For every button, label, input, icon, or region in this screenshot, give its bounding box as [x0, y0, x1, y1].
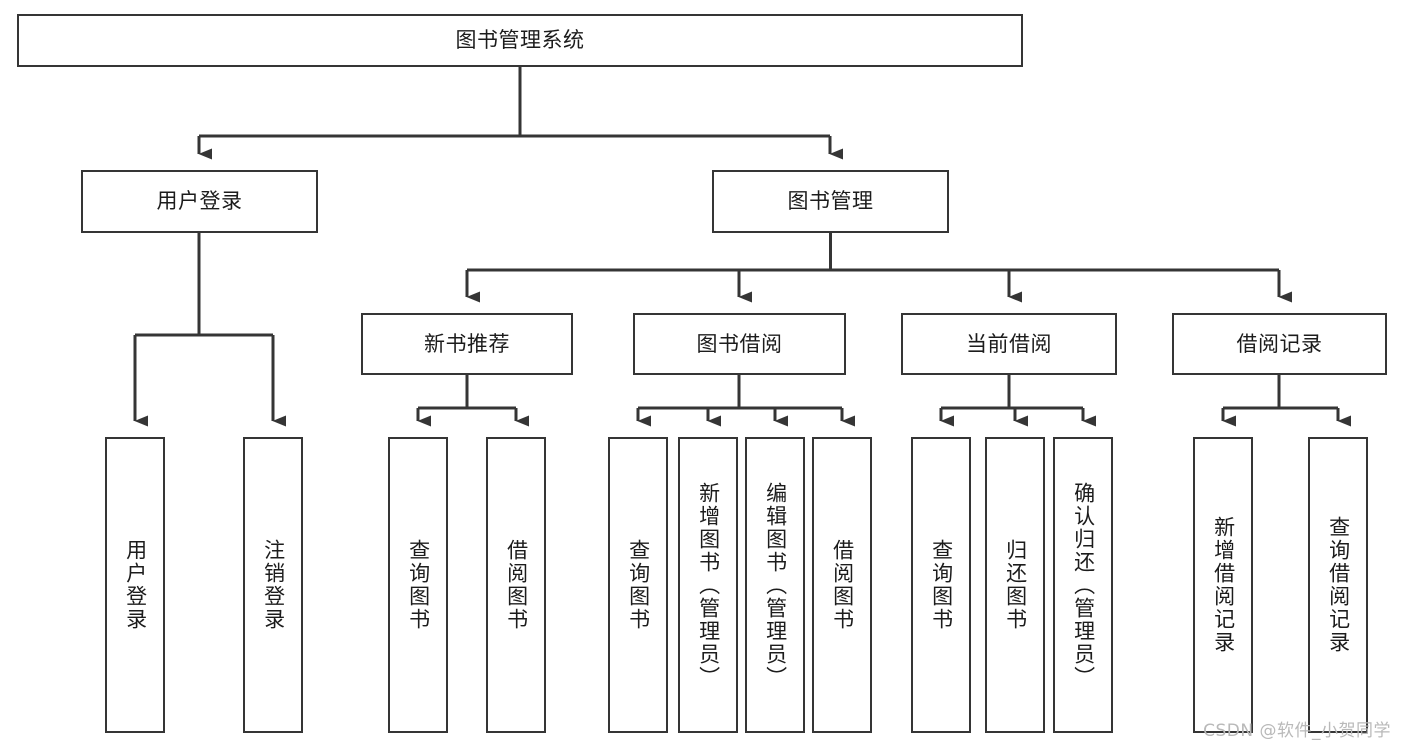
node-leaf-query-book-2[interactable]: 查询图书	[608, 437, 668, 733]
node-label: 新书推荐	[424, 331, 510, 356]
node-label: 确认归还（管理员）	[1071, 481, 1096, 689]
node-label: 编辑图书（管理员）	[763, 481, 788, 689]
node-label: 新增借阅记录	[1211, 516, 1236, 654]
node-root[interactable]: 图书管理系统	[17, 14, 1023, 67]
node-label: 借阅图书	[830, 539, 855, 631]
node-label: 用户登录	[156, 189, 243, 214]
node-label: 归还图书	[1003, 539, 1028, 631]
node-label: 注销登录	[261, 539, 286, 631]
node-label: 用户登录	[123, 539, 148, 631]
node-leaf-borrow-book-2[interactable]: 借阅图书	[812, 437, 872, 733]
node-book-borrow[interactable]: 图书借阅	[633, 313, 846, 375]
node-label: 查询图书	[406, 539, 431, 631]
node-label: 借阅记录	[1236, 331, 1323, 356]
node-label: 查询图书	[626, 539, 651, 631]
node-label: 当前借阅	[966, 331, 1052, 356]
node-label: 新增图书（管理员）	[696, 481, 721, 689]
node-leaf-return-book[interactable]: 归还图书	[985, 437, 1045, 733]
node-leaf-confirm-return[interactable]: 确认归还（管理员）	[1053, 437, 1113, 733]
node-leaf-add-book[interactable]: 新增图书（管理员）	[678, 437, 738, 733]
node-leaf-query-book-3[interactable]: 查询图书	[911, 437, 971, 733]
node-leaf-user-login[interactable]: 用户登录	[105, 437, 165, 733]
node-leaf-add-borrow-record[interactable]: 新增借阅记录	[1193, 437, 1253, 733]
node-leaf-logout[interactable]: 注销登录	[243, 437, 303, 733]
node-label: 图书管理	[787, 189, 874, 214]
node-borrow-records[interactable]: 借阅记录	[1172, 313, 1387, 375]
node-user-login[interactable]: 用户登录	[81, 170, 318, 233]
node-label: 图书借阅	[696, 331, 783, 356]
node-label: 查询图书	[929, 539, 954, 631]
node-label: 查询借阅记录	[1326, 516, 1351, 654]
node-leaf-query-book-1[interactable]: 查询图书	[388, 437, 448, 733]
node-leaf-query-borrow-record[interactable]: 查询借阅记录	[1308, 437, 1368, 733]
node-new-book-recommend[interactable]: 新书推荐	[361, 313, 573, 375]
node-leaf-edit-book[interactable]: 编辑图书（管理员）	[745, 437, 805, 733]
node-leaf-borrow-book-1[interactable]: 借阅图书	[486, 437, 546, 733]
node-book-management[interactable]: 图书管理	[712, 170, 949, 233]
node-label: 借阅图书	[504, 539, 529, 631]
watermark-text: CSDN @软件_小贺同学	[1203, 721, 1391, 741]
node-current-borrow[interactable]: 当前借阅	[901, 313, 1117, 375]
node-label: 图书管理系统	[455, 28, 585, 53]
